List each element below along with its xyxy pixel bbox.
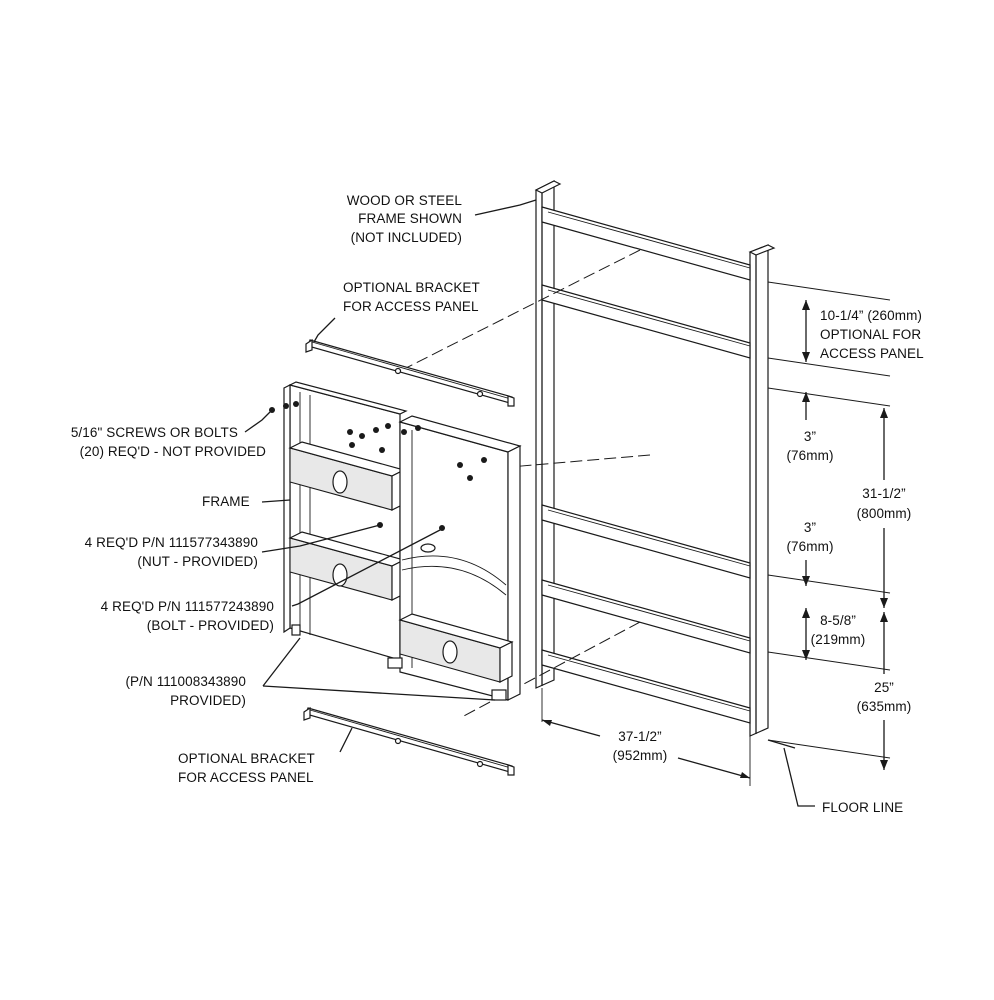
frame-right-post-front bbox=[749, 244, 769, 737]
label-nut-1: 4 REQ'D P/N 111577343890 bbox=[85, 535, 258, 550]
frame-rail-5 bbox=[541, 649, 751, 724]
dim-access-panel-2: OPTIONAL FOR bbox=[820, 327, 921, 342]
dim-rail-height-1: 8-5/8” bbox=[820, 613, 856, 628]
dim-gap-upper-1: 3” bbox=[804, 429, 816, 444]
dim-total-height-1: 31-1/2” bbox=[862, 486, 905, 501]
dimension-lines bbox=[541, 281, 891, 807]
frame-left-post-front bbox=[535, 180, 555, 689]
label-leaders bbox=[244, 199, 537, 753]
optional-bracket-top bbox=[305, 338, 515, 407]
label-pn-2: PROVIDED) bbox=[170, 693, 246, 708]
callout-labels: WOOD OR STEEL FRAME SHOWN (NOT INCLUDED)… bbox=[71, 193, 903, 815]
frame-rail-2 bbox=[541, 284, 751, 359]
label-wood-frame-2: FRAME SHOWN bbox=[358, 211, 462, 226]
dim-gap-upper-2: (76mm) bbox=[786, 448, 833, 463]
dim-access-panel-1: 10-1/4” (260mm) bbox=[820, 308, 922, 323]
dim-gap-lower-1: 3” bbox=[804, 520, 816, 535]
label-frame: FRAME bbox=[202, 494, 250, 509]
dim-width-1: 37-1/2” bbox=[618, 729, 661, 744]
frame-rail-4 bbox=[541, 579, 751, 654]
wood-steel-frame bbox=[534, 180, 776, 737]
label-wood-frame-1: WOOD OR STEEL bbox=[347, 193, 463, 208]
dim-rail-height-2: (219mm) bbox=[811, 632, 866, 647]
label-bracket-top-2: FOR ACCESS PANEL bbox=[343, 299, 479, 314]
label-wood-frame-3: (NOT INCLUDED) bbox=[351, 230, 462, 245]
frame-left-post-top bbox=[534, 180, 562, 194]
label-bolt-1: 4 REQ'D P/N 111577243890 bbox=[101, 599, 274, 614]
dim-floor-height-2: (635mm) bbox=[857, 699, 912, 714]
dim-total-height-2: (800mm) bbox=[857, 506, 912, 521]
frame-rail-3 bbox=[541, 504, 751, 579]
frame-right-post-top bbox=[748, 244, 776, 256]
optional-bracket-bottom bbox=[303, 706, 515, 776]
label-bracket-bottom-2: FOR ACCESS PANEL bbox=[178, 770, 314, 785]
dim-access-panel-3: ACCESS PANEL bbox=[820, 346, 924, 361]
dim-width-2: (952mm) bbox=[613, 748, 668, 763]
label-screws-2: (20) REQ'D - NOT PROVIDED bbox=[80, 444, 267, 459]
frame-rail-1 bbox=[541, 206, 751, 281]
label-nut-2: (NUT - PROVIDED) bbox=[137, 554, 258, 569]
label-bracket-top-1: OPTIONAL BRACKET bbox=[343, 280, 480, 295]
label-floor-line: FLOOR LINE bbox=[822, 800, 903, 815]
dim-gap-lower-2: (76mm) bbox=[786, 539, 833, 554]
label-screws-1: 5/16" SCREWS OR BOLTS bbox=[71, 425, 238, 440]
label-pn-1: (P/N 111008343890 bbox=[125, 674, 246, 689]
dimension-labels: 10-1/4” (260mm) OPTIONAL FOR ACCESS PANE… bbox=[613, 308, 924, 763]
dim-floor-height-1: 25” bbox=[874, 680, 894, 695]
frame-assembly bbox=[269, 381, 522, 701]
label-bolt-2: (BOLT - PROVIDED) bbox=[147, 618, 274, 633]
label-bracket-bottom-1: OPTIONAL BRACKET bbox=[178, 751, 315, 766]
